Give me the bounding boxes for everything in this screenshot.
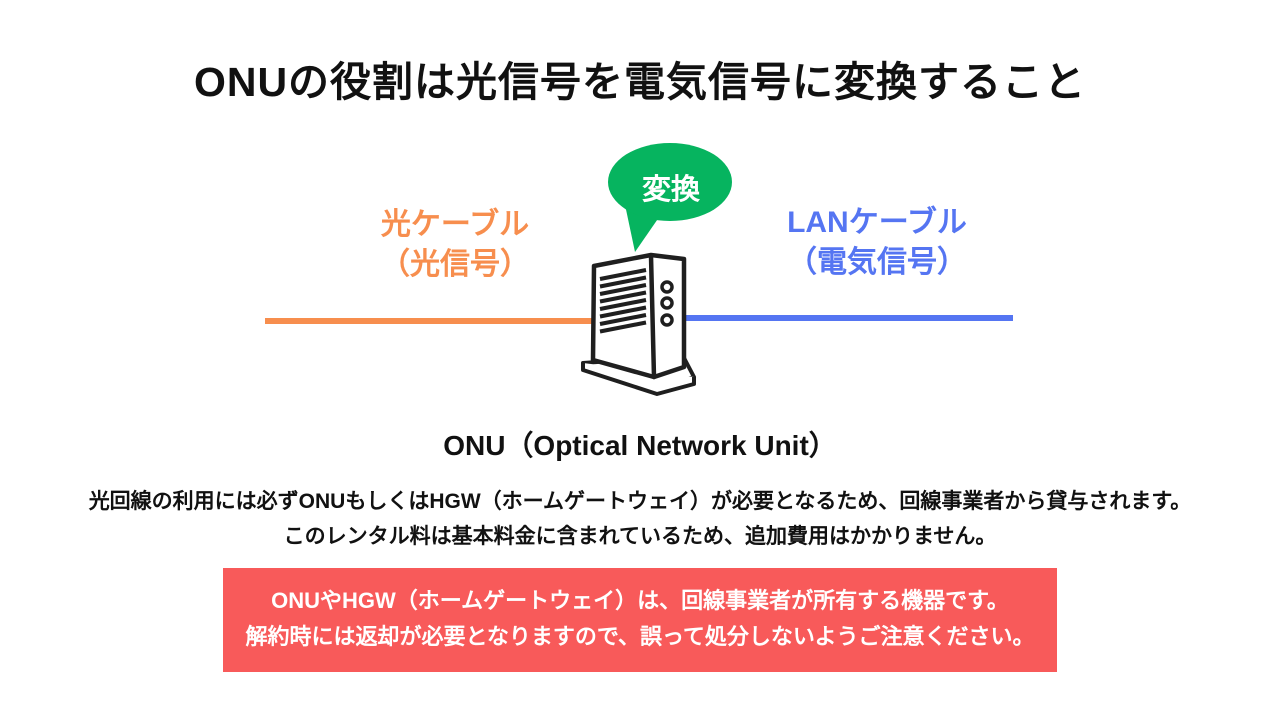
device-caption: ONU（Optical Network Unit） (443, 430, 837, 461)
description-line1: 光回線の利用には必ずONUもしくはHGW（ホームゲートウェイ）が必要となるため、… (88, 490, 1192, 513)
notice-box: ONUやHGW（ホームゲートウェイ）は、回線事業者が所有する機器です。 解約時に… (223, 568, 1057, 672)
optical-cable-label-line1: 光ケーブル (380, 208, 530, 241)
device-vents-icon (599, 268, 647, 334)
lan-cable-label-line2: （電気信号） (787, 246, 967, 279)
device-led-icons (660, 280, 674, 327)
device-front-edge (648, 253, 657, 380)
onu-device-icon (581, 252, 696, 396)
notice-line1: ONUやHGW（ホームゲートウェイ）は、回線事業者が所有する機器です。 (271, 588, 1009, 613)
conversion-bubble: 変換 (600, 140, 745, 258)
optical-cable-label-line2: （光信号） (380, 248, 530, 281)
description-text: 光回線の利用には必ずONUもしくはHGW（ホームゲートウェイ）が必要となるため、… (0, 484, 1280, 554)
description-line2: このレンタル料は基本料金に含まれているため、追加費用はかかりません。 (283, 525, 997, 548)
lan-cable-line (685, 315, 1013, 321)
optical-cable-line (265, 318, 593, 324)
device-base-edge (581, 363, 696, 396)
speech-bubble-icon (608, 143, 732, 252)
notice-line2: 解約時には返却が必要となりますので、誤って処分しないようご注意ください。 (245, 624, 1035, 649)
page-title: ONUの役割は光信号を電気信号に変換すること (193, 59, 1087, 105)
lan-cable-label: LANケーブル （電気信号） (722, 203, 1032, 283)
optical-cable-label: 光ケーブル （光信号） (300, 205, 610, 285)
lan-cable-label-line1: LANケーブル (787, 206, 967, 239)
conversion-bubble-label: 変換 (641, 174, 700, 206)
speech-bubble-body (608, 143, 732, 221)
